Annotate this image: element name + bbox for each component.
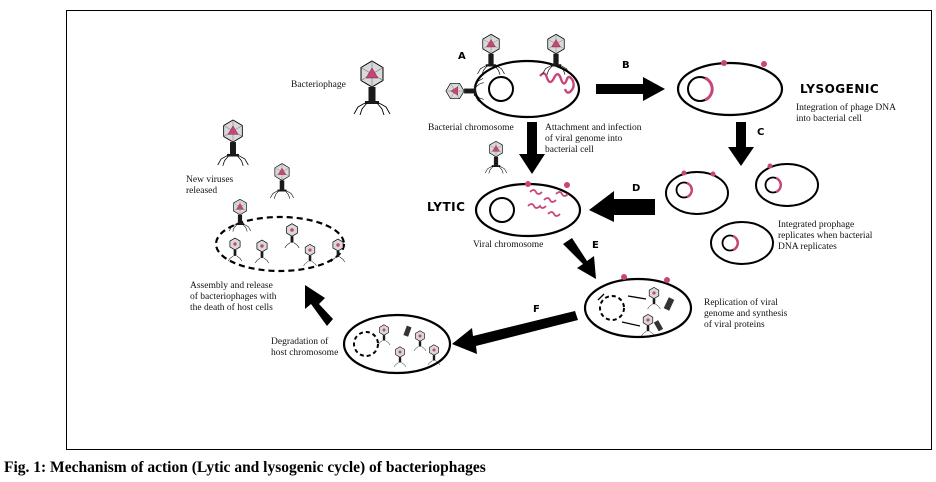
bacteriophage-label: Bacteriophage (291, 80, 346, 90)
arrow-c (728, 122, 754, 166)
figure-caption: Fig. 1: Mechanism of action (Lytic and l… (4, 459, 486, 476)
arrow-a-down (519, 122, 545, 174)
step-label-d: D (632, 183, 641, 194)
step-label-c: C (757, 127, 765, 138)
arrow-b (596, 77, 665, 101)
replication-label: Replication of viral genome and synthesi… (704, 298, 788, 330)
cell-degradation (342, 313, 452, 375)
arrow-d (589, 191, 655, 222)
attachment-label: Attachment and infection of viral genome… (545, 123, 642, 155)
arrow-e (563, 238, 596, 279)
cell-infection (473, 59, 581, 119)
arrow-up (305, 285, 333, 326)
prophage-label: Integrated prophage replicates when bact… (778, 220, 873, 252)
step-label-f: F (533, 304, 540, 315)
step-label-b: B (622, 60, 630, 71)
phage-icon (353, 60, 391, 116)
degradation-label: Degradation of host chromosome (271, 337, 339, 358)
new-viruses-label: New viruses released (186, 175, 234, 196)
cell-prophage-1 (665, 170, 729, 215)
cell-burst (214, 215, 346, 273)
cell-replication (583, 274, 693, 339)
phage-icon (269, 163, 295, 199)
assembly-label: Assembly and release of bacteriophages w… (190, 281, 277, 313)
phage-icon (217, 119, 249, 167)
step-label-e: E (592, 240, 599, 251)
lysogenic-heading: LYSOGENIC (800, 82, 880, 96)
cell-prophage-2 (755, 163, 819, 207)
viral-chromosome-label: Viral chromosome (473, 240, 544, 250)
lytic-heading: LYTIC (427, 200, 466, 214)
integration-label: Integration of phage DNA into bacterial … (796, 103, 896, 124)
cell-lysogenic (676, 60, 784, 117)
bacterial-chromosome-label: Bacterial chromosome (428, 123, 514, 133)
figure-frame (66, 10, 932, 450)
arrow-f (452, 311, 578, 354)
step-label-a: A (458, 51, 466, 62)
phage-icon (484, 140, 508, 174)
cell-prophage-3 (710, 221, 774, 265)
cell-lytic (474, 181, 582, 238)
